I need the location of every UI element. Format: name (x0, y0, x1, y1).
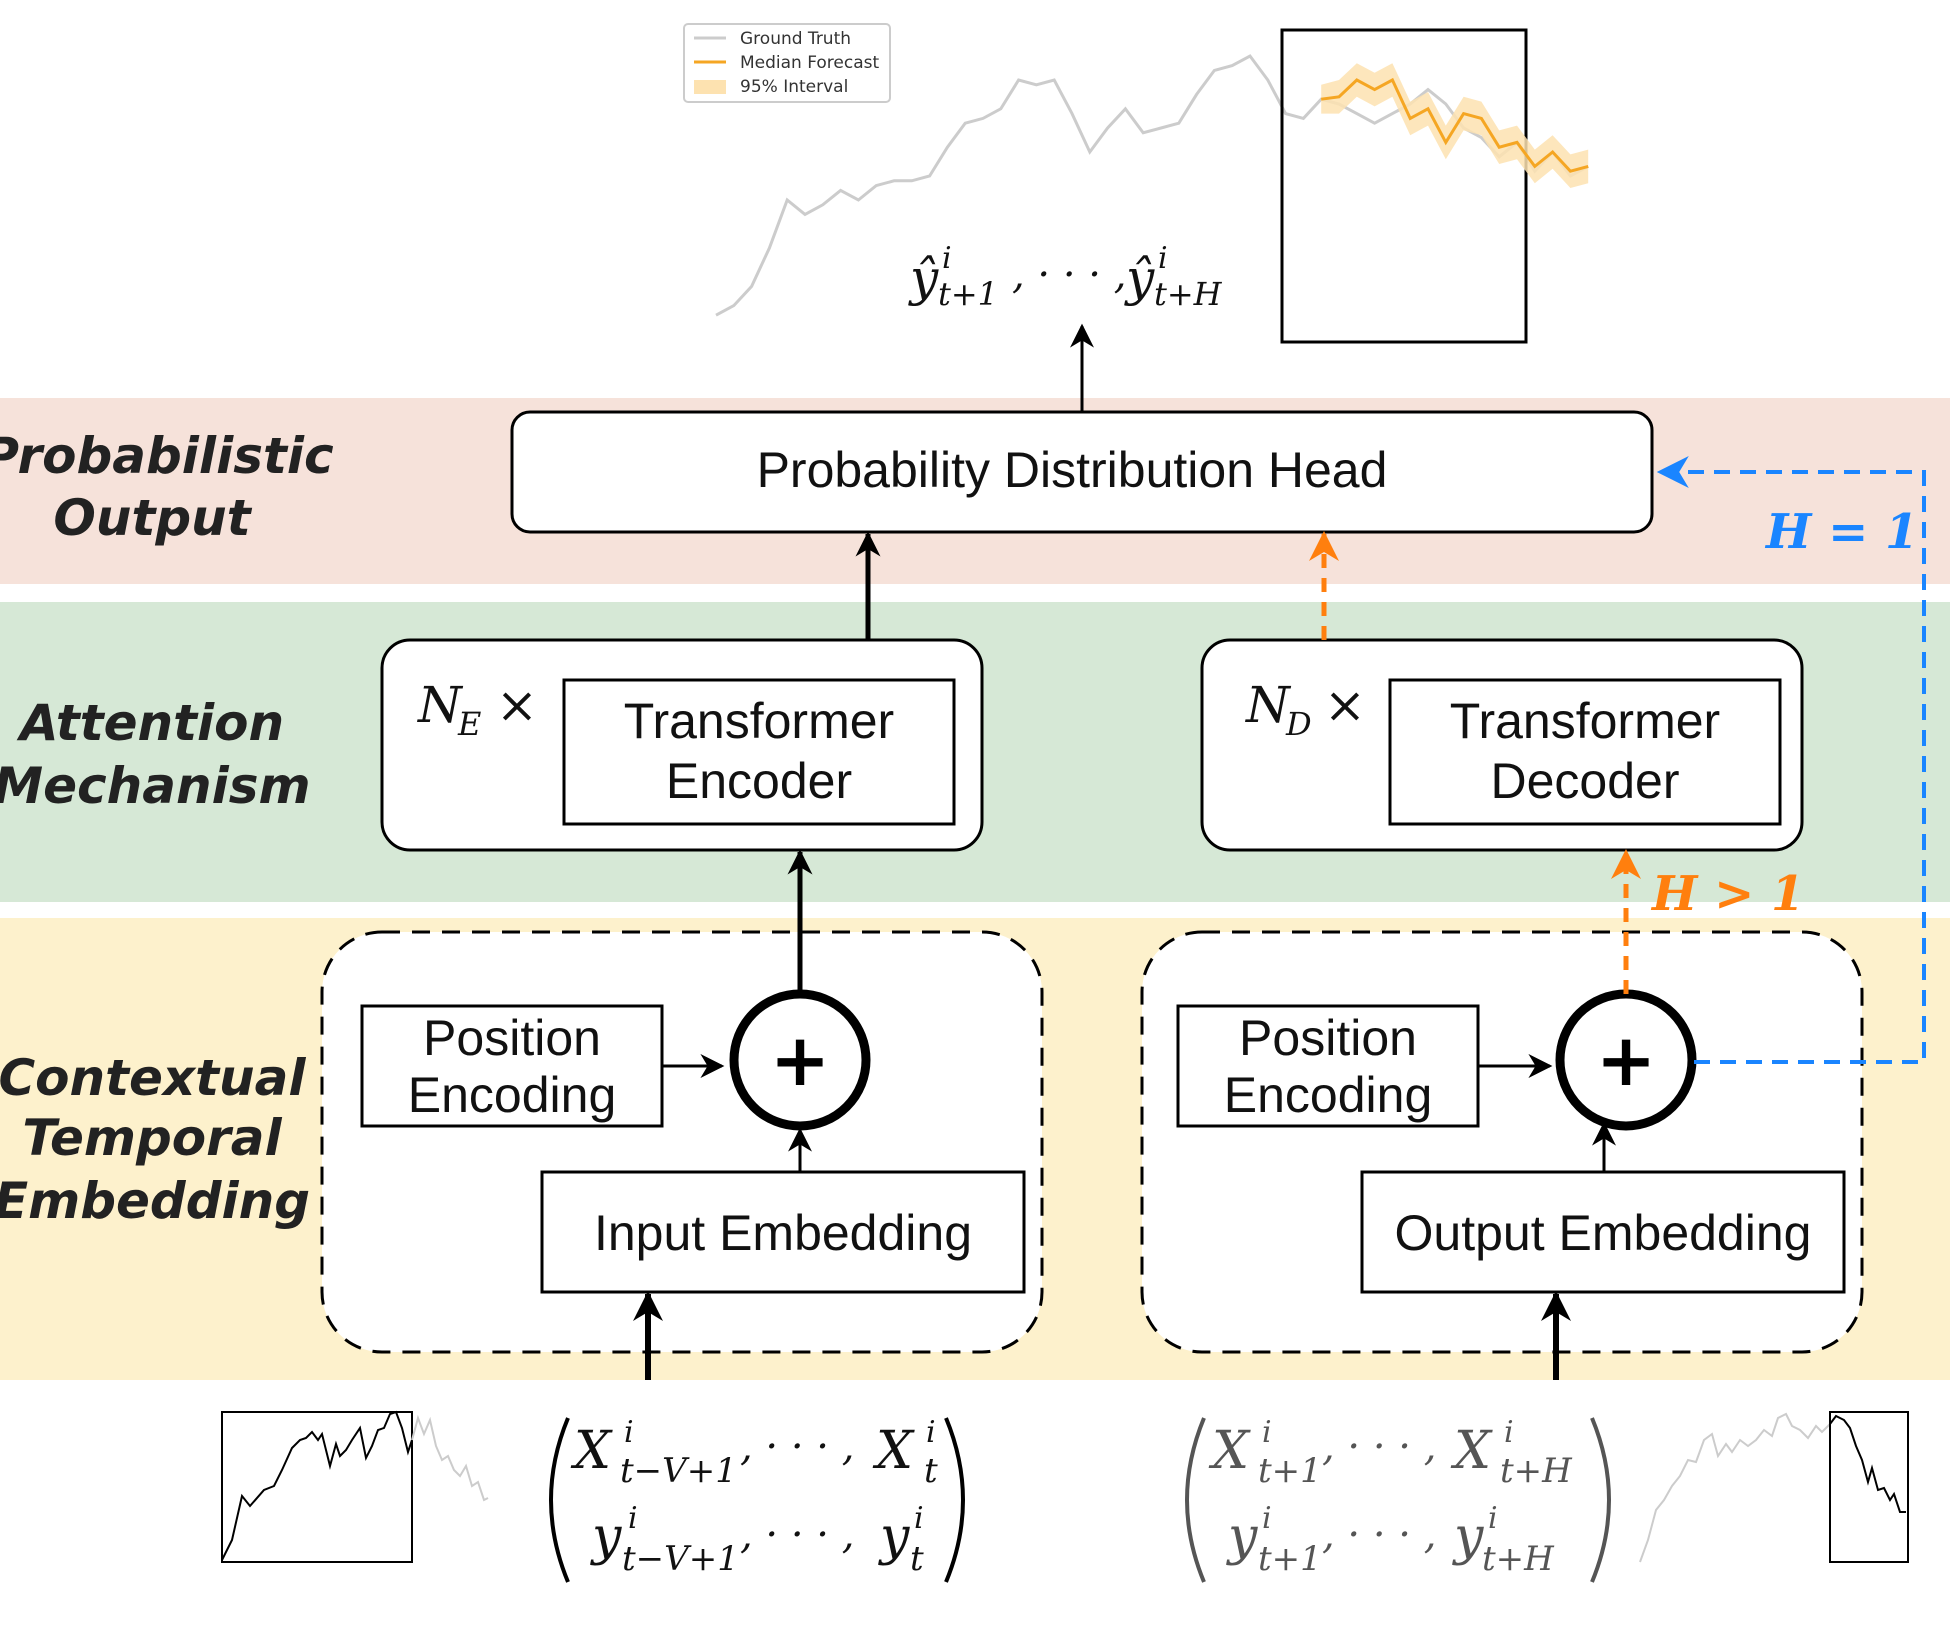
transformer-encoder-label-2: Encoder (666, 753, 852, 809)
position-encoding-left-label-1: Position (423, 1010, 601, 1066)
output-y-hat-2: ŷ (1124, 249, 1155, 307)
legend-label-median: Median Forecast (740, 53, 880, 73)
chart-legend: Ground Truth Median Forecast 95% Interva… (683, 23, 891, 103)
input-left-paren (549, 1417, 570, 1583)
encoder-repeat-times: × (496, 676, 538, 734)
future-x-1-sup: i (1262, 1415, 1272, 1450)
transformer-decoder-label-1: Transformer (1450, 693, 1720, 749)
output-y-hat-1: ŷ (908, 249, 939, 307)
future-x-separator: , · · · , (1322, 1424, 1436, 1470)
input-y-1: y (590, 1507, 622, 1567)
future-series-line (1829, 1414, 1906, 1513)
position-encoding-left-label-2: Encoding (408, 1067, 617, 1123)
input-x-1: X (570, 1421, 613, 1481)
band-label-attention-1: Attention (16, 694, 284, 752)
decoder-repeat-times: × (1324, 676, 1366, 734)
input-y-1-sup: i (628, 1501, 638, 1536)
probability-distribution-head-label: Probability Distribution Head (757, 442, 1388, 498)
forecast-window-box (1280, 28, 1528, 344)
history-future-line (411, 1414, 489, 1502)
median-forecast-line (1320, 77, 1589, 173)
probability-distribution-head-box[interactable] (510, 410, 1654, 534)
legend-swatch-interval (694, 80, 726, 94)
output-sup-1: i (942, 241, 952, 276)
plus-icon-left: + (770, 1018, 830, 1102)
transformer-decoder-label-2: Decoder (1491, 753, 1680, 809)
band-label-attention-2: Mechanism (0, 757, 311, 815)
input-embedding-label: Input Embedding (594, 1205, 972, 1261)
input-x-separator: , · · · , (740, 1424, 854, 1470)
history-thumbnail (221, 1410, 489, 1563)
input-embedding-box[interactable] (540, 1170, 1026, 1294)
band-label-output-2: Output (53, 489, 252, 547)
plus-icon-right: + (1596, 1018, 1656, 1102)
input-sequence: X i t−V+1 , · · · , X i t y i t−V+1 , · … (549, 1415, 965, 1583)
input-x-2: X (872, 1421, 915, 1481)
band-label-embedding-3: Embedding (0, 1172, 310, 1230)
history-window-box (221, 1411, 413, 1563)
future-sequence: X i t+1 , · · · , X i t+H y i t+1 , · · … (1185, 1415, 1611, 1583)
input-x-1-sub: t−V+1 (620, 1451, 737, 1491)
future-y-2: y (1452, 1507, 1484, 1567)
output-sequence: ŷ i t+1 , · · · , ŷ i t+H (908, 241, 1223, 313)
input-y-2-sup: i (914, 1501, 924, 1536)
future-x-2: X (1450, 1421, 1493, 1481)
output-sub-1: t+1 (938, 275, 998, 313)
input-x-2-sup: i (926, 1415, 936, 1450)
input-y-separator: , · · · , (740, 1512, 854, 1558)
future-left-paren (1185, 1417, 1206, 1583)
legend-label-ground-truth: Ground Truth (740, 29, 851, 49)
future-thumbnail (1639, 1411, 1909, 1563)
forecast-chart (715, 28, 1589, 344)
output-embedding-label: Output Embedding (1395, 1205, 1812, 1261)
future-y-1-sup: i (1262, 1501, 1272, 1536)
output-sub-2: t+H (1154, 275, 1223, 313)
position-encoding-right-box[interactable] (1176, 1004, 1480, 1128)
transformer-encoder-label-1: Transformer (624, 693, 894, 749)
add-node-left (729, 989, 871, 1131)
band-label-output-1: Probabilistic (0, 427, 334, 485)
future-right-paren (1590, 1417, 1611, 1583)
decoder-repeat-n: N (1245, 676, 1292, 734)
future-x-1-sub: t+1 (1258, 1451, 1322, 1491)
transformer-decoder-box[interactable] (1388, 678, 1782, 826)
forecast-layer (1320, 63, 1589, 189)
encoder-repeat-n: N (417, 676, 464, 734)
band-label-embedding-2: Temporal (22, 1109, 282, 1167)
future-x-2-sup: i (1504, 1415, 1514, 1450)
input-y-1-sub: t−V+1 (622, 1539, 739, 1579)
future-x-1: X (1208, 1421, 1251, 1481)
future-y-1-sub: t+1 (1258, 1539, 1322, 1579)
position-encoding-right-label-1: Position (1239, 1010, 1417, 1066)
output-separator: , · · · , (1012, 252, 1126, 298)
ground-truth-layer (715, 54, 1589, 317)
decoder-repeat-sub: D (1285, 705, 1312, 743)
transformer-encoder-box[interactable] (562, 678, 956, 826)
condition-decoder-label: H > 1 (1650, 866, 1804, 922)
legend-frame (683, 23, 891, 103)
ground-truth-line (715, 54, 1589, 317)
input-y-2: y (878, 1507, 910, 1567)
output-sup-2: i (1158, 241, 1168, 276)
history-series-line (221, 1410, 413, 1561)
future-x-2-sub: t+H (1500, 1451, 1573, 1491)
input-x-1-sup: i (624, 1415, 634, 1450)
condition-direct-label: H = 1 (1764, 504, 1918, 560)
position-encoding-right-label-2: Encoding (1224, 1067, 1433, 1123)
legend-label-interval: 95% Interval (740, 77, 848, 97)
input-right-paren (944, 1417, 965, 1583)
future-window-box (1829, 1411, 1909, 1563)
future-y-2-sub: t+H (1482, 1539, 1555, 1579)
future-history-line (1639, 1412, 1831, 1563)
future-y-2-sup: i (1488, 1501, 1498, 1536)
encoder-repeat-sub: E (457, 705, 481, 743)
band-label-embedding-1: Contextual (0, 1049, 306, 1107)
input-y-2-sub: t (910, 1539, 924, 1579)
arrow-direct-to-head (1656, 456, 1926, 1064)
future-y-separator: , · · · , (1322, 1512, 1436, 1558)
input-x-2-sub: t (924, 1451, 938, 1491)
future-y-1: y (1226, 1507, 1258, 1567)
